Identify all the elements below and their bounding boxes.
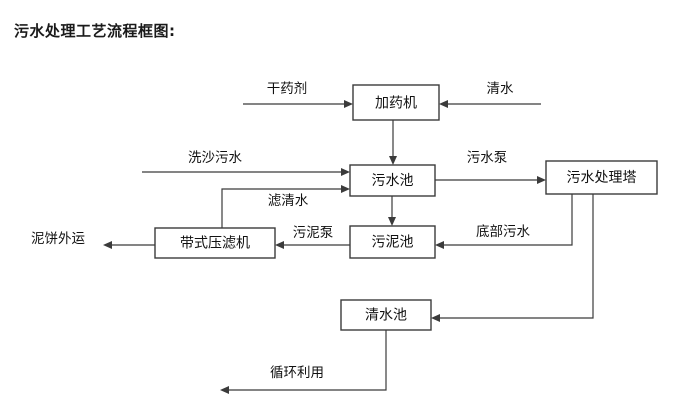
edge-sludge-to-press xyxy=(275,241,350,249)
node-belt-filter-press[interactable]: 带式压滤机 xyxy=(154,227,276,259)
node-belt-filter-press-label: 带式压滤机 xyxy=(180,236,250,252)
edge-wash-sewage-to-pool xyxy=(142,168,350,176)
edge-tower-to-clear-pool xyxy=(431,194,594,322)
node-sludge-pool-label: 污泥池 xyxy=(372,235,414,251)
edge-label-wash-sand-sewage: 洗沙污水 xyxy=(188,150,242,166)
edge-pool-to-tower xyxy=(435,176,546,184)
node-sewage-pool-label: 污水池 xyxy=(372,173,414,189)
node-sludge-pool[interactable]: 污泥池 xyxy=(349,225,436,259)
edge-press-to-mudcake xyxy=(103,241,155,249)
node-clear-water-pool[interactable]: 清水池 xyxy=(340,299,432,331)
edge-label-filtered-water: 滤清水 xyxy=(268,193,309,209)
edge-tower-to-sludge xyxy=(435,194,573,249)
edge-clear-pool-to-recycle xyxy=(220,330,387,394)
page-title: 污水处理工艺流程框图: xyxy=(14,22,176,40)
edge-label-clean-water: 清水 xyxy=(487,81,515,97)
edge-pool-to-sludge xyxy=(388,196,396,226)
edge-label-mud-cake-transport: 泥饼外运 xyxy=(31,231,85,247)
edge-filtrate-to-pool xyxy=(221,185,350,228)
edge-label-bottom-sewage: 底部污水 xyxy=(476,224,530,240)
edge-dry-agent-to-dosing xyxy=(243,100,353,108)
edge-label-dry-agent: 干药剂 xyxy=(267,81,308,97)
node-clear-water-pool-label: 清水池 xyxy=(365,308,407,324)
node-treatment-tower[interactable]: 污水处理塔 xyxy=(545,160,658,195)
edge-label-recycling-use: 循环利用 xyxy=(270,365,324,381)
edge-label-sewage-pump: 污水泵 xyxy=(467,150,508,166)
edge-dosing-to-sewage-pool xyxy=(389,120,397,165)
edge-clean-water-to-dosing xyxy=(439,100,541,108)
edge-label-sludge-pump: 污泥泵 xyxy=(293,225,334,241)
node-dosing-machine[interactable]: 加药机 xyxy=(352,84,440,121)
node-sewage-pool[interactable]: 污水池 xyxy=(349,164,436,197)
node-dosing-machine-label: 加药机 xyxy=(375,96,417,112)
node-treatment-tower-label: 污水处理塔 xyxy=(567,170,637,186)
